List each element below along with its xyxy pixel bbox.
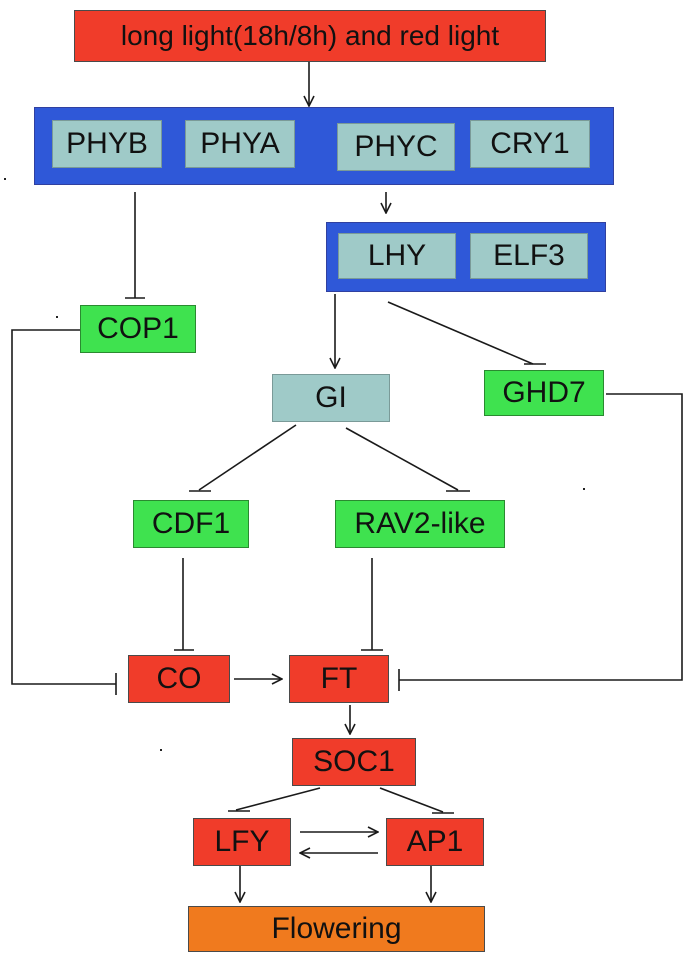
node-phya: PHYA xyxy=(185,120,295,168)
node-ap1: AP1 xyxy=(386,818,484,866)
node-lfy: LFY xyxy=(193,818,291,866)
node-phya-label: PHYA xyxy=(200,127,280,160)
speck xyxy=(4,178,6,180)
edge-soc1-inhibits-lfy xyxy=(235,787,321,811)
node-soc1-label: SOC1 xyxy=(313,745,395,778)
node-lhy-label: LHY xyxy=(367,239,427,272)
node-flowering: Flowering xyxy=(188,906,485,952)
node-cry1: CRY1 xyxy=(470,120,590,168)
node-phyb-label: PHYB xyxy=(66,127,148,160)
node-ghd7: GHD7 xyxy=(484,370,604,416)
edge-lhy-elf3-inhibits-ghd7 xyxy=(387,301,534,365)
node-soc1: SOC1 xyxy=(292,738,416,786)
node-cdf1: CDF1 xyxy=(133,500,249,548)
node-co: CO xyxy=(128,655,230,703)
node-lhy: LHY xyxy=(338,233,456,279)
node-lfy-label: LFY xyxy=(214,825,270,858)
node-ap1-label: AP1 xyxy=(406,825,464,858)
node-cop1: COP1 xyxy=(80,305,196,353)
speck xyxy=(160,749,162,751)
node-cdf1-label: CDF1 xyxy=(151,507,231,540)
node-gi-label: GI xyxy=(315,381,347,414)
node-cop1-label: COP1 xyxy=(97,312,179,345)
node-elf3: ELF3 xyxy=(470,233,588,279)
node-gi: GI xyxy=(272,374,390,422)
node-ft-label: FT xyxy=(320,662,358,695)
node-rav2-like-label: RAV2-like xyxy=(354,507,486,540)
node-phyb: PHYB xyxy=(52,120,162,168)
node-rav2-like: RAV2-like xyxy=(335,500,505,548)
speck xyxy=(583,488,585,490)
node-elf3-label: ELF3 xyxy=(493,239,565,272)
speck xyxy=(56,316,58,318)
node-cry1-label: CRY1 xyxy=(490,127,570,160)
node-flowering-label: Flowering xyxy=(271,912,402,945)
node-phyc-label: PHYC xyxy=(354,130,438,163)
edge-cop1-inhibits-co xyxy=(11,329,116,685)
edge-gi-inhibits-cdf1 xyxy=(198,424,297,491)
node-ft: FT xyxy=(289,655,389,703)
edge-soc1-inhibits-ap1 xyxy=(379,787,444,813)
light-condition-label: long light(18h/8h) and red light xyxy=(120,20,500,51)
node-co-label: CO xyxy=(156,662,202,695)
node-phyc: PHYC xyxy=(337,123,455,171)
node-ghd7-label: GHD7 xyxy=(502,376,586,409)
light-condition-box: long light(18h/8h) and red light xyxy=(74,10,546,62)
edge-gi-inhibits-rav2 xyxy=(345,427,459,491)
edge-ghd7-inhibits-ft xyxy=(399,393,683,681)
